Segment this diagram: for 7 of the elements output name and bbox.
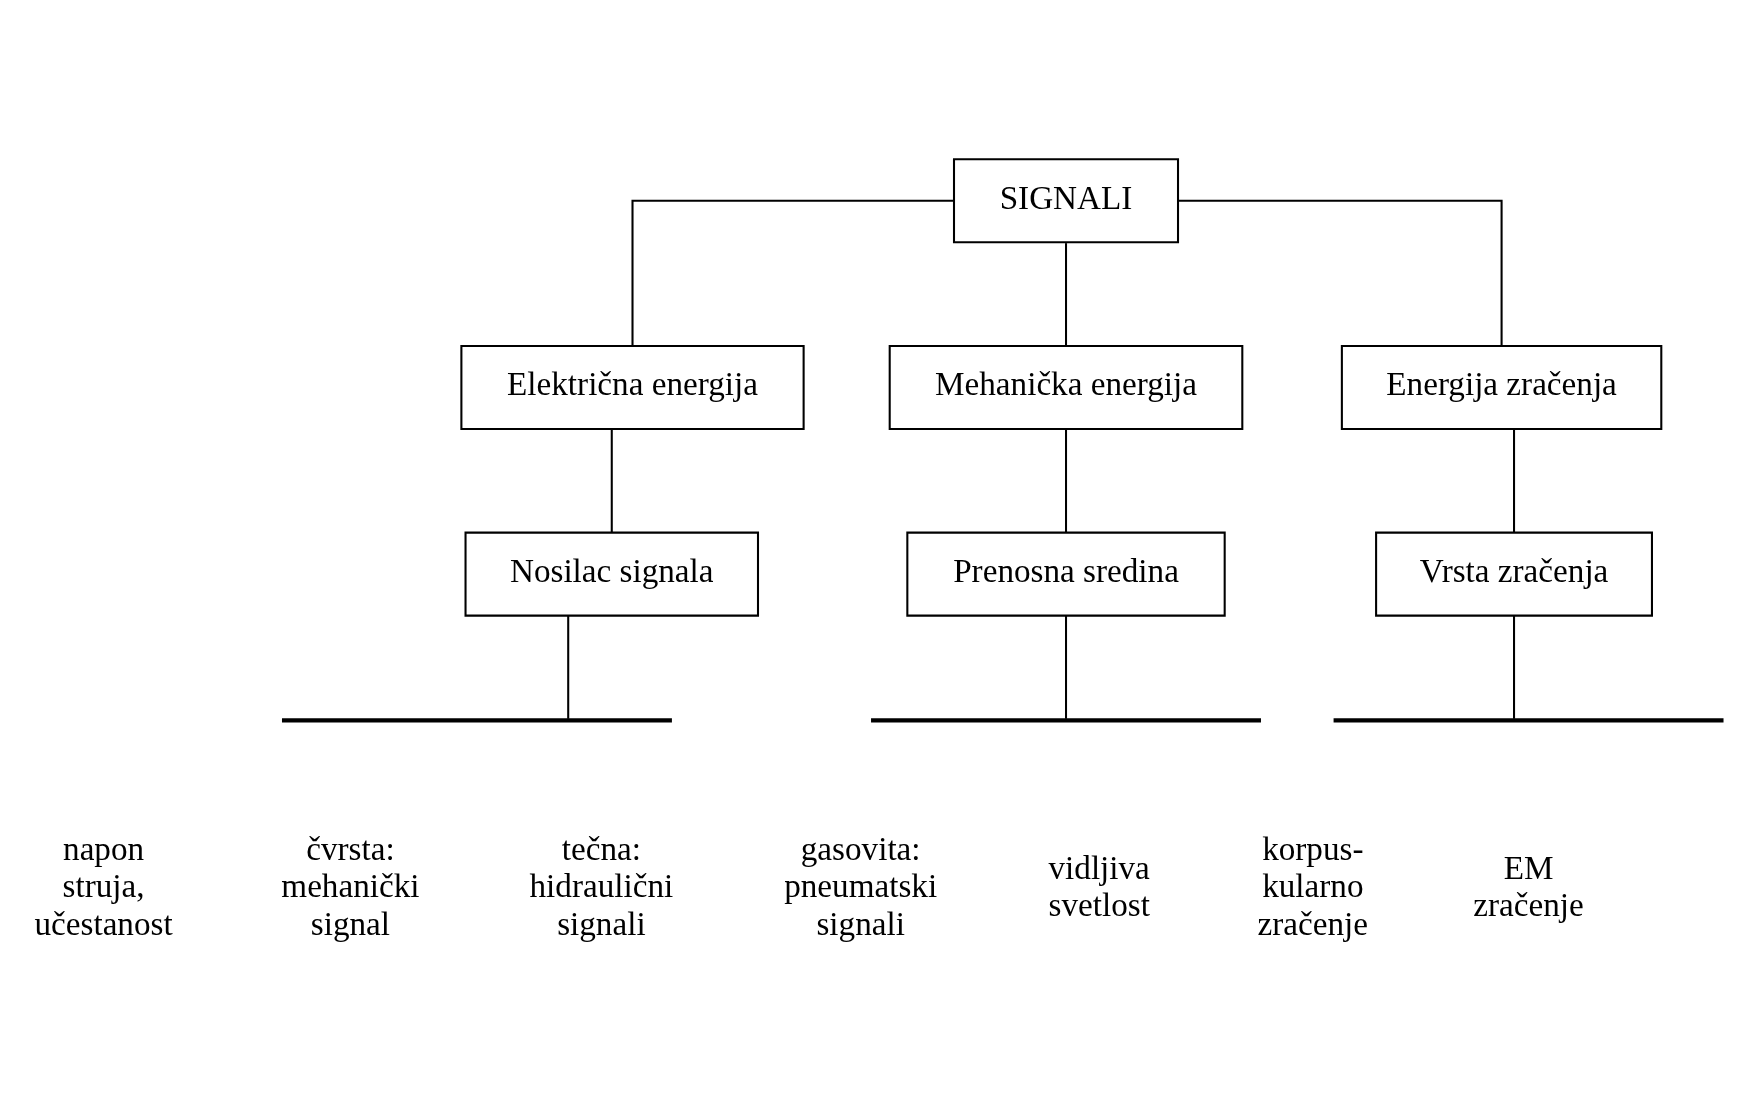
label: vidljiva svetlost xyxy=(1048,848,1150,923)
label: korpus- kularno zračenje xyxy=(1257,829,1368,942)
label: gasovita: pneumatski signali xyxy=(783,829,937,942)
label: EM zračenje xyxy=(1472,848,1584,923)
label: napon struja, učestanost xyxy=(34,829,173,942)
label: čvrsta: mehanički signal xyxy=(280,829,420,942)
label: tečna: hidraulični signali xyxy=(529,829,673,942)
